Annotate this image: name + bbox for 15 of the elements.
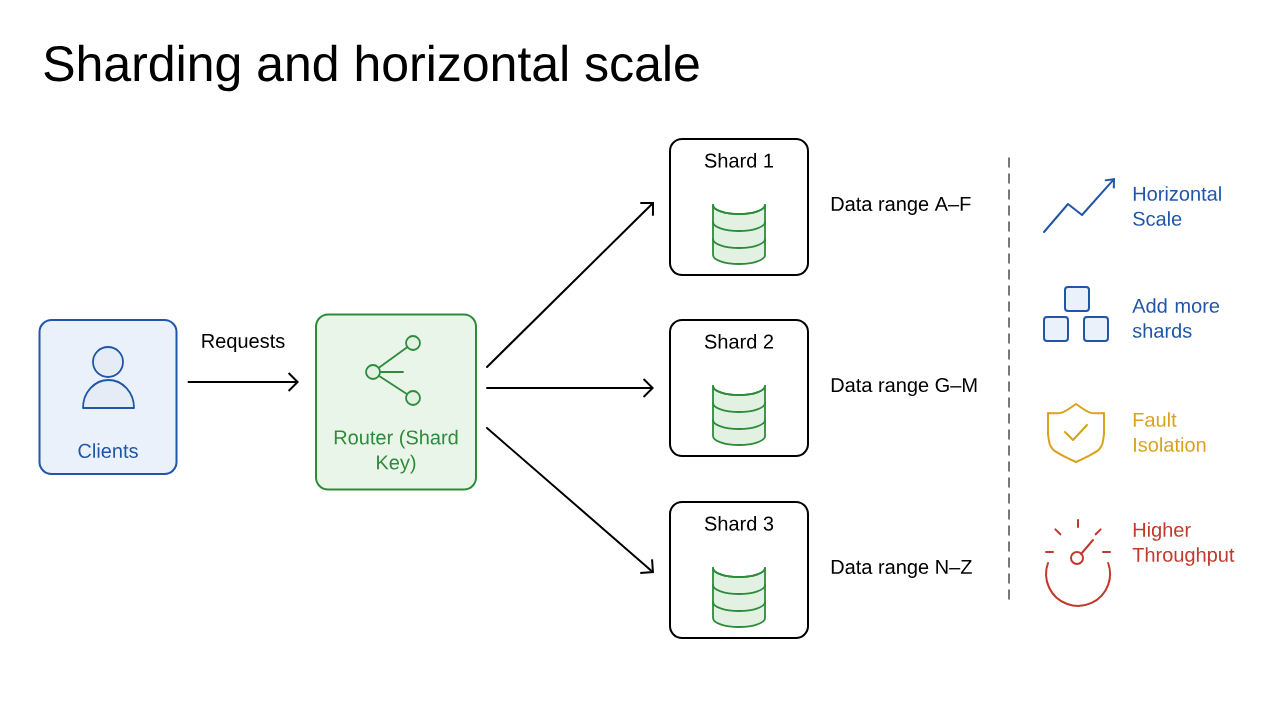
process-box: Clients [38,319,178,475]
title: Sharding and horizontal scale [44,44,699,92]
edge-label: Requests [198,332,288,354]
arrow [486,427,654,574]
arrow [486,201,654,368]
feature-label: Fault Isolation [1133,412,1206,452]
range-label: Data range N–Z [831,560,972,578]
process-box: Router (Shard Key) [315,313,477,491]
arrow [187,372,299,392]
feature-label: Horizontal Scale [1133,186,1221,226]
range-label: Data range G–M [831,377,977,397]
range-label: Data range A–F [831,197,971,215]
feature-label: Add more shards [1132,298,1220,338]
arrow [486,378,654,398]
feature-label: Higher Throughput [1132,522,1235,566]
